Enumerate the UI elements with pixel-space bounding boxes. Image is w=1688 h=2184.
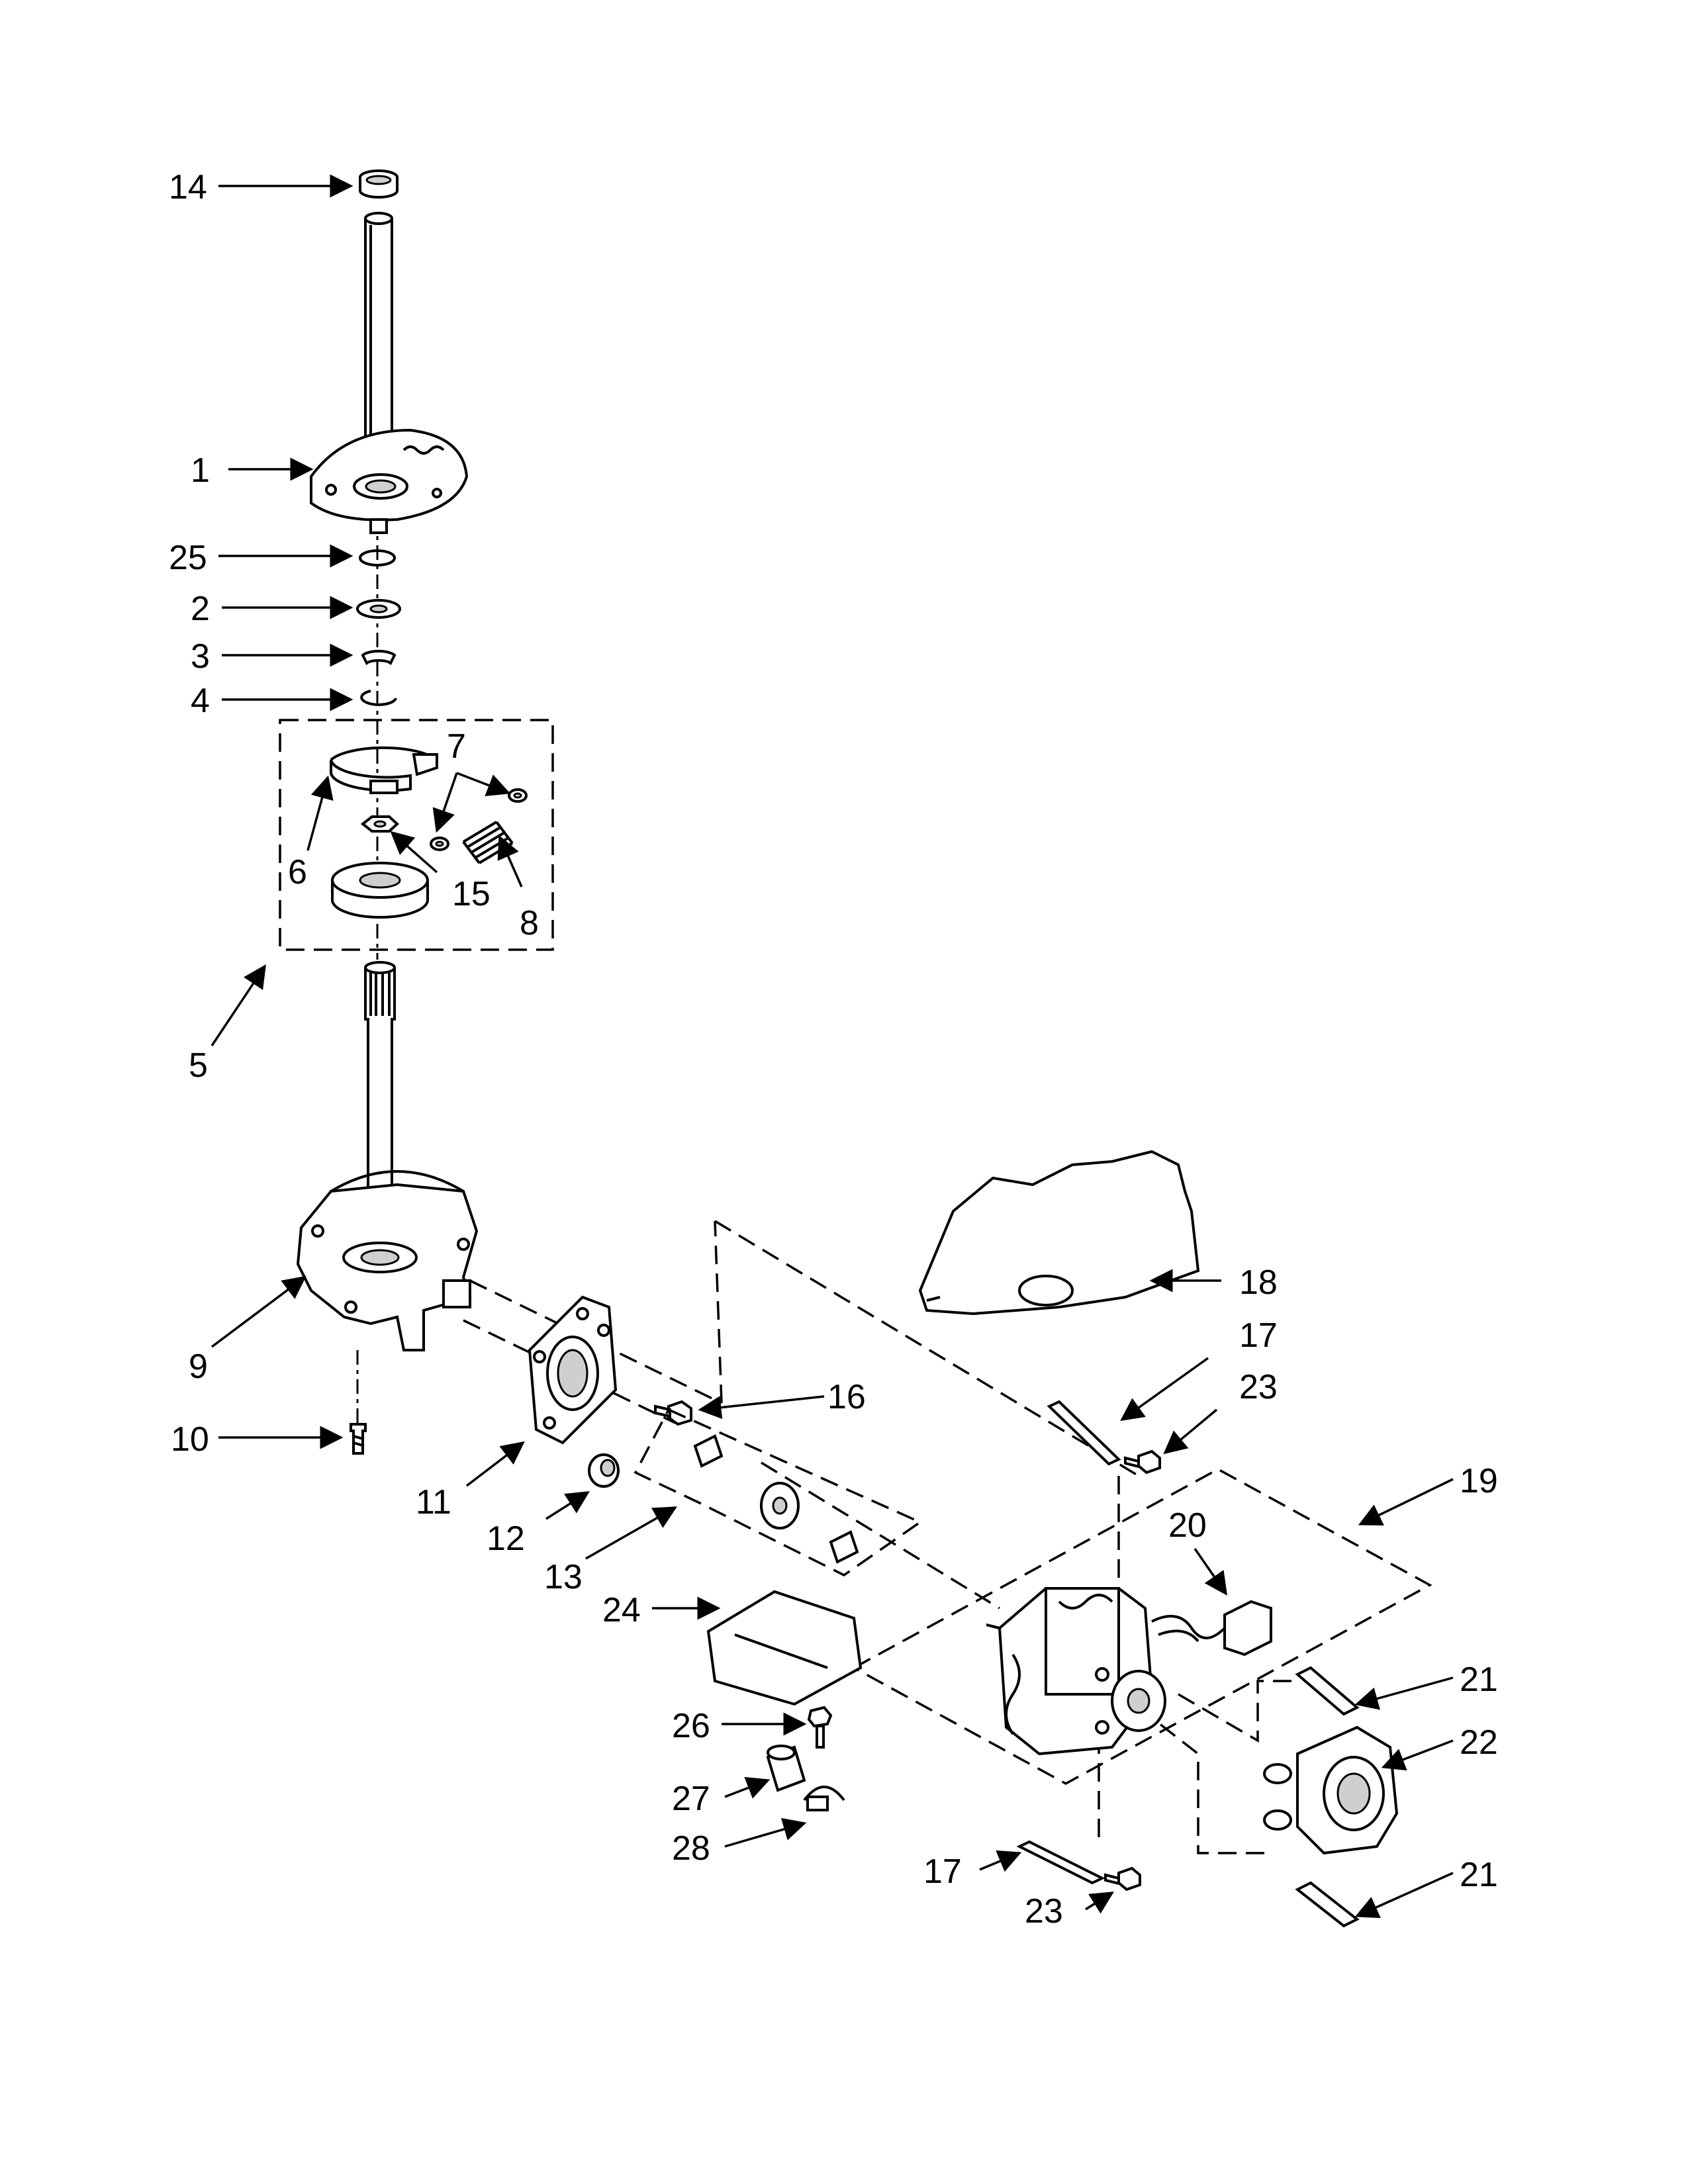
callout-19: 19	[1460, 1462, 1498, 1500]
part-9-gearcase[interactable]	[296, 1170, 479, 1351]
callout-13: 13	[544, 1558, 583, 1596]
part-15-nut[interactable]	[360, 815, 399, 833]
part-1-brake-cam-plate[interactable]	[310, 428, 469, 534]
part-8-spring[interactable]	[462, 821, 514, 864]
part-21-clip-bottom[interactable]	[1295, 1881, 1360, 1928]
callout-3: 3	[191, 637, 210, 676]
callout-2: 2	[191, 590, 210, 628]
callout-1: 1	[191, 451, 210, 490]
callout-16: 16	[827, 1378, 866, 1416]
part-23-screw-lower[interactable]	[1104, 1866, 1141, 1891]
part-3-spacer[interactable]	[361, 649, 397, 665]
callout-17-lower: 17	[923, 1852, 962, 1891]
part-motor-body	[986, 1587, 1166, 1756]
part-tube	[364, 212, 393, 470]
part-14-bushing[interactable]	[359, 169, 399, 199]
callout-7: 7	[447, 727, 466, 766]
callout-25: 25	[169, 539, 207, 577]
part-18-shield[interactable]	[918, 1150, 1200, 1316]
callout-23-upper: 23	[1239, 1368, 1278, 1406]
part-17-clip-lower[interactable]	[1016, 1840, 1105, 1885]
callout-10: 10	[171, 1420, 209, 1459]
part-28-clamp[interactable]	[803, 1786, 845, 1811]
callout-labels: 14 1 25 2 3 4 7 6 15 8 5 9 10 11 12 13 1…	[169, 168, 1498, 1931]
part-25-o-ring[interactable]	[359, 549, 396, 567]
part-4-retaining-ring[interactable]	[360, 690, 397, 706]
part-22-pump[interactable]	[1263, 1725, 1399, 1855]
callout-22: 22	[1460, 1723, 1498, 1762]
part-13-coupler-assembly[interactable]	[633, 1408, 923, 1577]
callout-6: 6	[288, 853, 307, 891]
callout-26: 26	[672, 1707, 710, 1745]
callout-8: 8	[520, 904, 539, 942]
callout-12: 12	[487, 1520, 525, 1558]
callout-9: 9	[189, 1347, 208, 1386]
callout-27: 27	[672, 1780, 710, 1818]
brake-assembly-box	[279, 719, 554, 951]
part-7-washers[interactable]	[430, 788, 528, 851]
callout-24: 24	[602, 1591, 641, 1629]
part-27-spacer-roller[interactable]	[766, 1745, 806, 1792]
part-brake-drum	[331, 862, 429, 919]
callout-21-bottom: 21	[1460, 1856, 1498, 1894]
part-21-clip-top[interactable]	[1295, 1666, 1360, 1716]
part-16-bolt[interactable]	[654, 1400, 692, 1426]
part-6-brake-band[interactable]	[330, 746, 438, 794]
callout-18: 18	[1239, 1263, 1278, 1302]
callout-21-top: 21	[1460, 1661, 1498, 1699]
part-12-grommet[interactable]	[588, 1453, 620, 1488]
part-2-seal-washer[interactable]	[356, 599, 401, 619]
part-26-screw-small[interactable]	[807, 1706, 833, 1749]
part-10-screw[interactable]	[350, 1423, 367, 1455]
part-24-pad[interactable]	[706, 1590, 863, 1706]
callout-5: 5	[189, 1046, 208, 1085]
callout-15: 15	[452, 875, 491, 913]
part-20-motor-switch[interactable]	[1151, 1600, 1272, 1657]
callout-14: 14	[169, 168, 207, 206]
callout-11: 11	[416, 1483, 451, 1522]
part-17-clip-upper[interactable]	[1047, 1400, 1121, 1466]
callout-28: 28	[672, 1829, 710, 1868]
callout-17-upper: 17	[1239, 1316, 1278, 1355]
callout-23-lower: 23	[1025, 1892, 1063, 1931]
part-lower-shaft	[364, 961, 396, 1217]
callout-4: 4	[191, 682, 210, 720]
part-23-screw-upper[interactable]	[1124, 1449, 1161, 1475]
part-11-gasket-plate[interactable]	[528, 1295, 618, 1445]
leader-arrows	[211, 174, 1454, 1919]
callout-20: 20	[1168, 1506, 1207, 1545]
part-19-motor-assembly-box[interactable]	[851, 1468, 1432, 1785]
